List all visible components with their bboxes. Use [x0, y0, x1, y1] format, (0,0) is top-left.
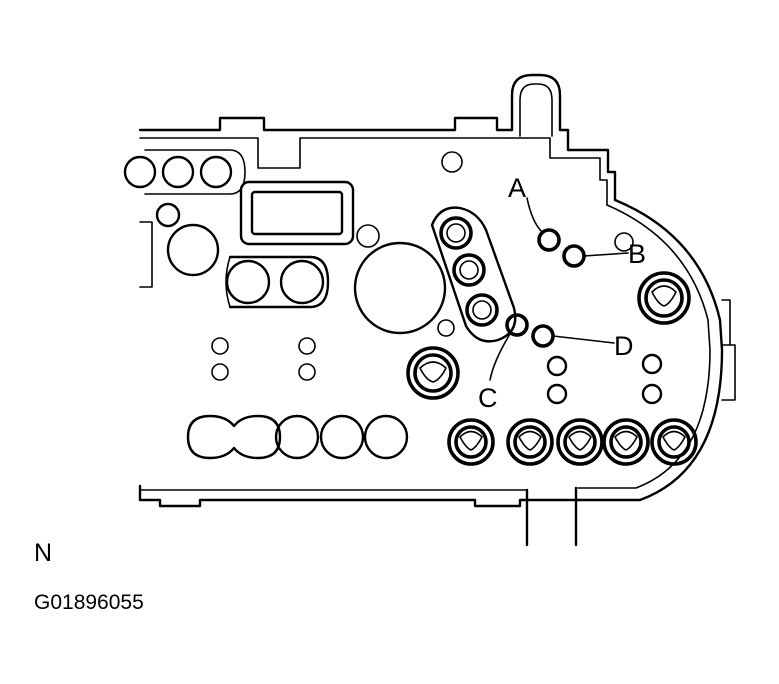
small-holes-left-pairs	[211, 337, 316, 381]
bottom-left-lamp-holes	[186, 414, 409, 460]
bulb-socket-right-upper	[637, 271, 691, 325]
slanted-bulb-socket-bar	[430, 206, 517, 343]
view-label: N	[34, 539, 53, 567]
callout-label-d: D	[614, 331, 634, 361]
callout-labels: A B C D	[478, 173, 646, 413]
rectangular-connector-socket	[239, 180, 380, 248]
callout-label-a: A	[508, 173, 526, 203]
callout-label-b: B	[628, 239, 646, 269]
terminal-b	[562, 244, 586, 268]
bottom-bulb-socket-row	[447, 418, 698, 466]
terminal-c	[505, 313, 529, 337]
callout-leader-lines	[489, 197, 629, 381]
meter-housing-outline	[138, 73, 736, 547]
terminal-d	[531, 324, 555, 348]
callout-label-c: C	[478, 383, 498, 413]
terminals	[505, 228, 634, 348]
bulb-socket-center-left	[406, 346, 460, 400]
terminal-a	[537, 228, 561, 252]
small-holes-right-pairs	[546, 353, 663, 405]
left-round-holes-top-row	[123, 149, 246, 195]
large-center-circle	[353, 151, 463, 337]
figure-code: G01896055	[34, 591, 144, 614]
left-medium-circles	[155, 202, 330, 309]
